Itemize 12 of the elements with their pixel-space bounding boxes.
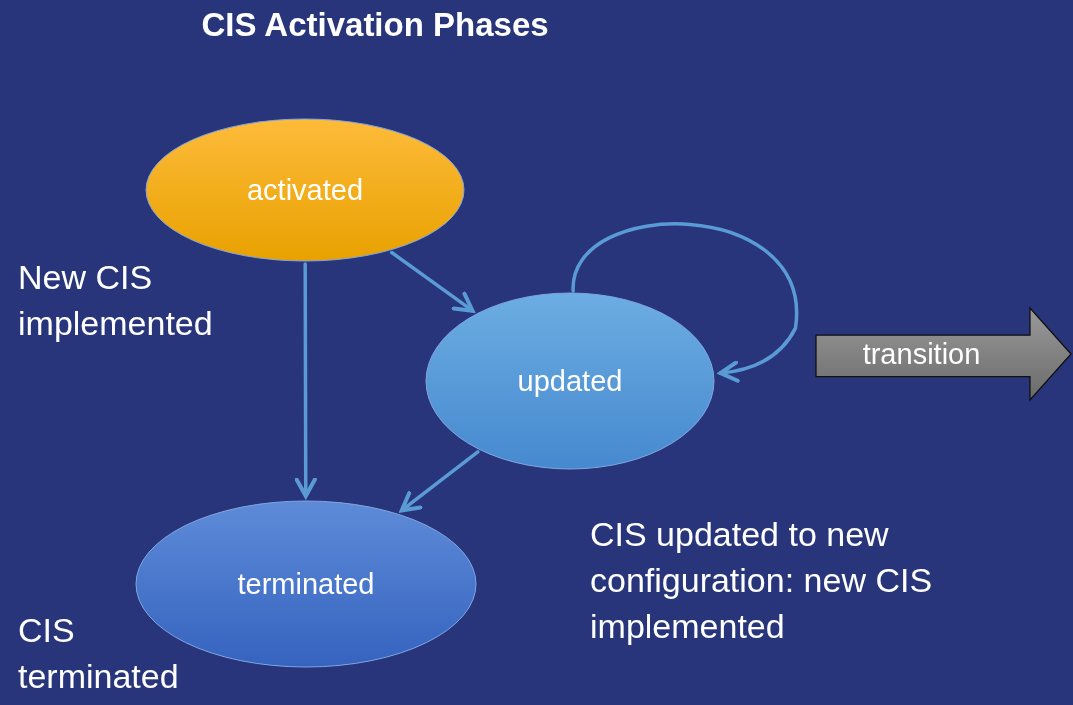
state-label: updated (517, 364, 623, 398)
transition-arrow (294, 262, 317, 498)
state-label: activated (246, 173, 364, 207)
transition-arrow (571, 222, 798, 383)
state-description: New CIS implemented (18, 257, 214, 344)
transition-arrow (389, 250, 475, 313)
state-label: transition (862, 337, 981, 371)
diagram-title: CIS Activation Phases (200, 5, 550, 45)
state-description: CIS terminated (18, 610, 180, 697)
transition-arrow (399, 450, 480, 513)
state-description: CIS updated to new configuration: new CIS implemented (590, 514, 934, 647)
state-label: terminated (237, 567, 375, 601)
